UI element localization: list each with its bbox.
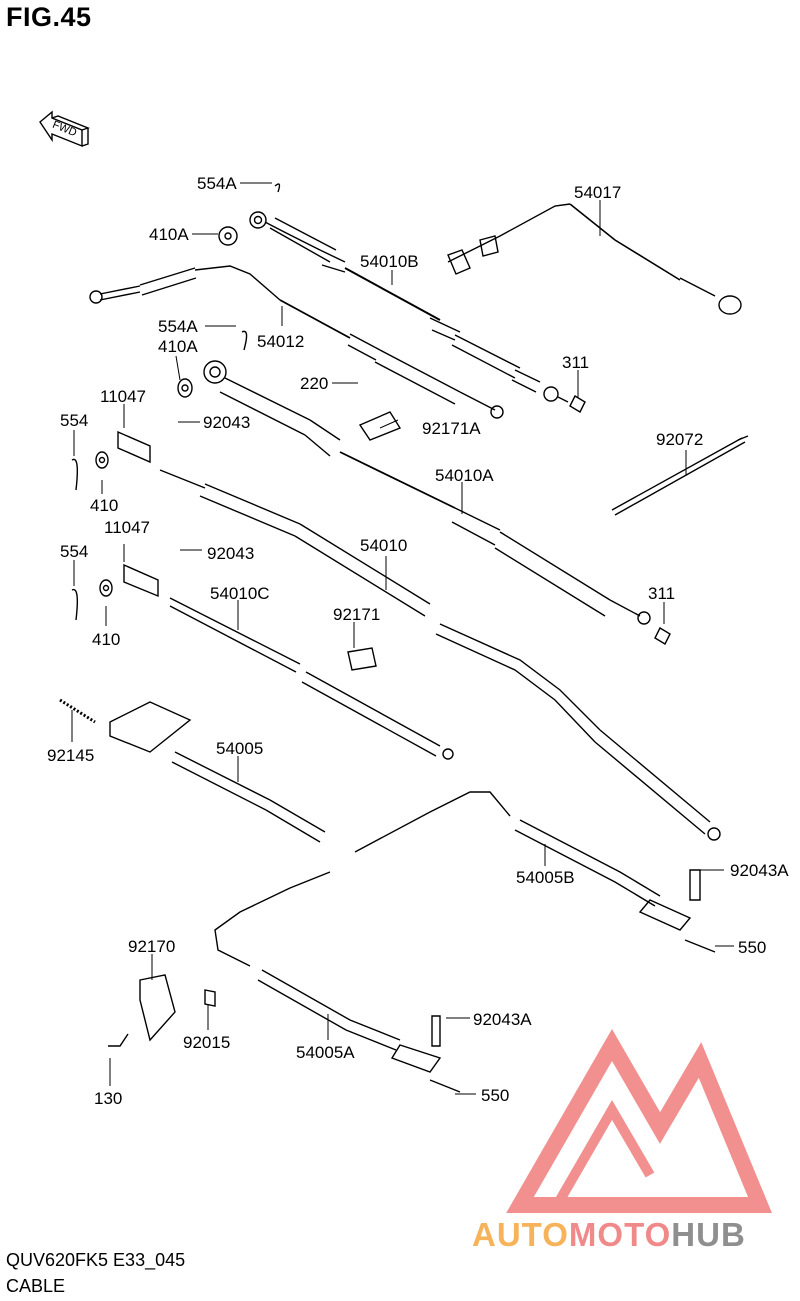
callout-11047-bottom: 11047 <box>104 518 151 537</box>
figure-title: FIG.45 <box>6 2 92 32</box>
section-name: CABLE <box>6 1276 66 1296</box>
cable-54005a <box>214 871 442 1073</box>
watermark-logo-icon <box>506 1028 772 1213</box>
callout-54005b: 54005B <box>516 868 575 887</box>
callout-54010c: 54010C <box>210 584 270 603</box>
model-code: QUV620FK5 E33_045 <box>6 1250 186 1270</box>
leader-lines <box>71 182 734 1095</box>
callout-92145: 92145 <box>47 746 95 765</box>
callout-54010: 54010 <box>360 536 408 555</box>
callout-554-top: 554 <box>60 411 89 430</box>
cable-tie-92072 <box>611 435 749 516</box>
cable-54010b <box>249 211 569 403</box>
cable-54005 <box>109 701 326 843</box>
callout-410a-top: 410A <box>149 225 189 244</box>
callout-550-bottom: 550 <box>481 1086 510 1105</box>
callout-92171: 92171 <box>333 605 381 624</box>
callout-130: 130 <box>94 1089 123 1108</box>
watermark-word-moto: MOTO <box>568 1216 672 1253</box>
cable-54010 <box>159 469 721 841</box>
callout-220: 220 <box>300 374 329 393</box>
watermark-text: AUTOMOTOHUB <box>472 1216 746 1254</box>
callout-54017: 54017 <box>574 183 622 202</box>
watermark-word-hub: HUB <box>671 1216 746 1253</box>
cable-54012 <box>89 265 504 419</box>
callout-92015: 92015 <box>183 1033 231 1052</box>
callout-311-top: 311 <box>562 353 590 372</box>
callout-54005a: 54005A <box>296 1043 355 1062</box>
callout-410a-mid: 410A <box>158 337 198 356</box>
fwd-arrow-icon <box>39 110 91 148</box>
callout-11047-top: 11047 <box>100 387 147 406</box>
callout-92171a: 92171A <box>422 419 481 438</box>
callout-410-top: 410 <box>90 496 119 515</box>
callout-92043-bottom: 92043 <box>207 544 255 563</box>
small-parts <box>59 183 716 1093</box>
cable-54010a <box>203 360 651 625</box>
callout-54010a: 54010A <box>435 466 494 485</box>
callout-92043a-right: 92043A <box>730 861 789 880</box>
callout-554-bottom: 554 <box>60 542 89 561</box>
callout-92170: 92170 <box>128 937 176 956</box>
callout-54005: 54005 <box>216 739 264 758</box>
cable-54005b <box>354 791 692 931</box>
callout-54010b: 54010B <box>360 252 419 271</box>
callout-554a-mid: 554A <box>158 317 198 336</box>
callout-554a-top: 554A <box>197 174 237 193</box>
callout-92043-top: 92043 <box>203 413 251 432</box>
callout-550-right: 550 <box>738 938 767 957</box>
watermark-word-auto: AUTO <box>472 1216 569 1253</box>
cable-54010c <box>169 597 454 760</box>
callout-311-bottom: 311 <box>648 584 676 603</box>
callout-92072: 92072 <box>656 430 704 449</box>
callout-410-bottom: 410 <box>92 630 121 649</box>
callout-54012: 54012 <box>257 332 305 351</box>
cable-54017 <box>447 203 742 315</box>
callout-92043a-bottom: 92043A <box>473 1010 532 1029</box>
